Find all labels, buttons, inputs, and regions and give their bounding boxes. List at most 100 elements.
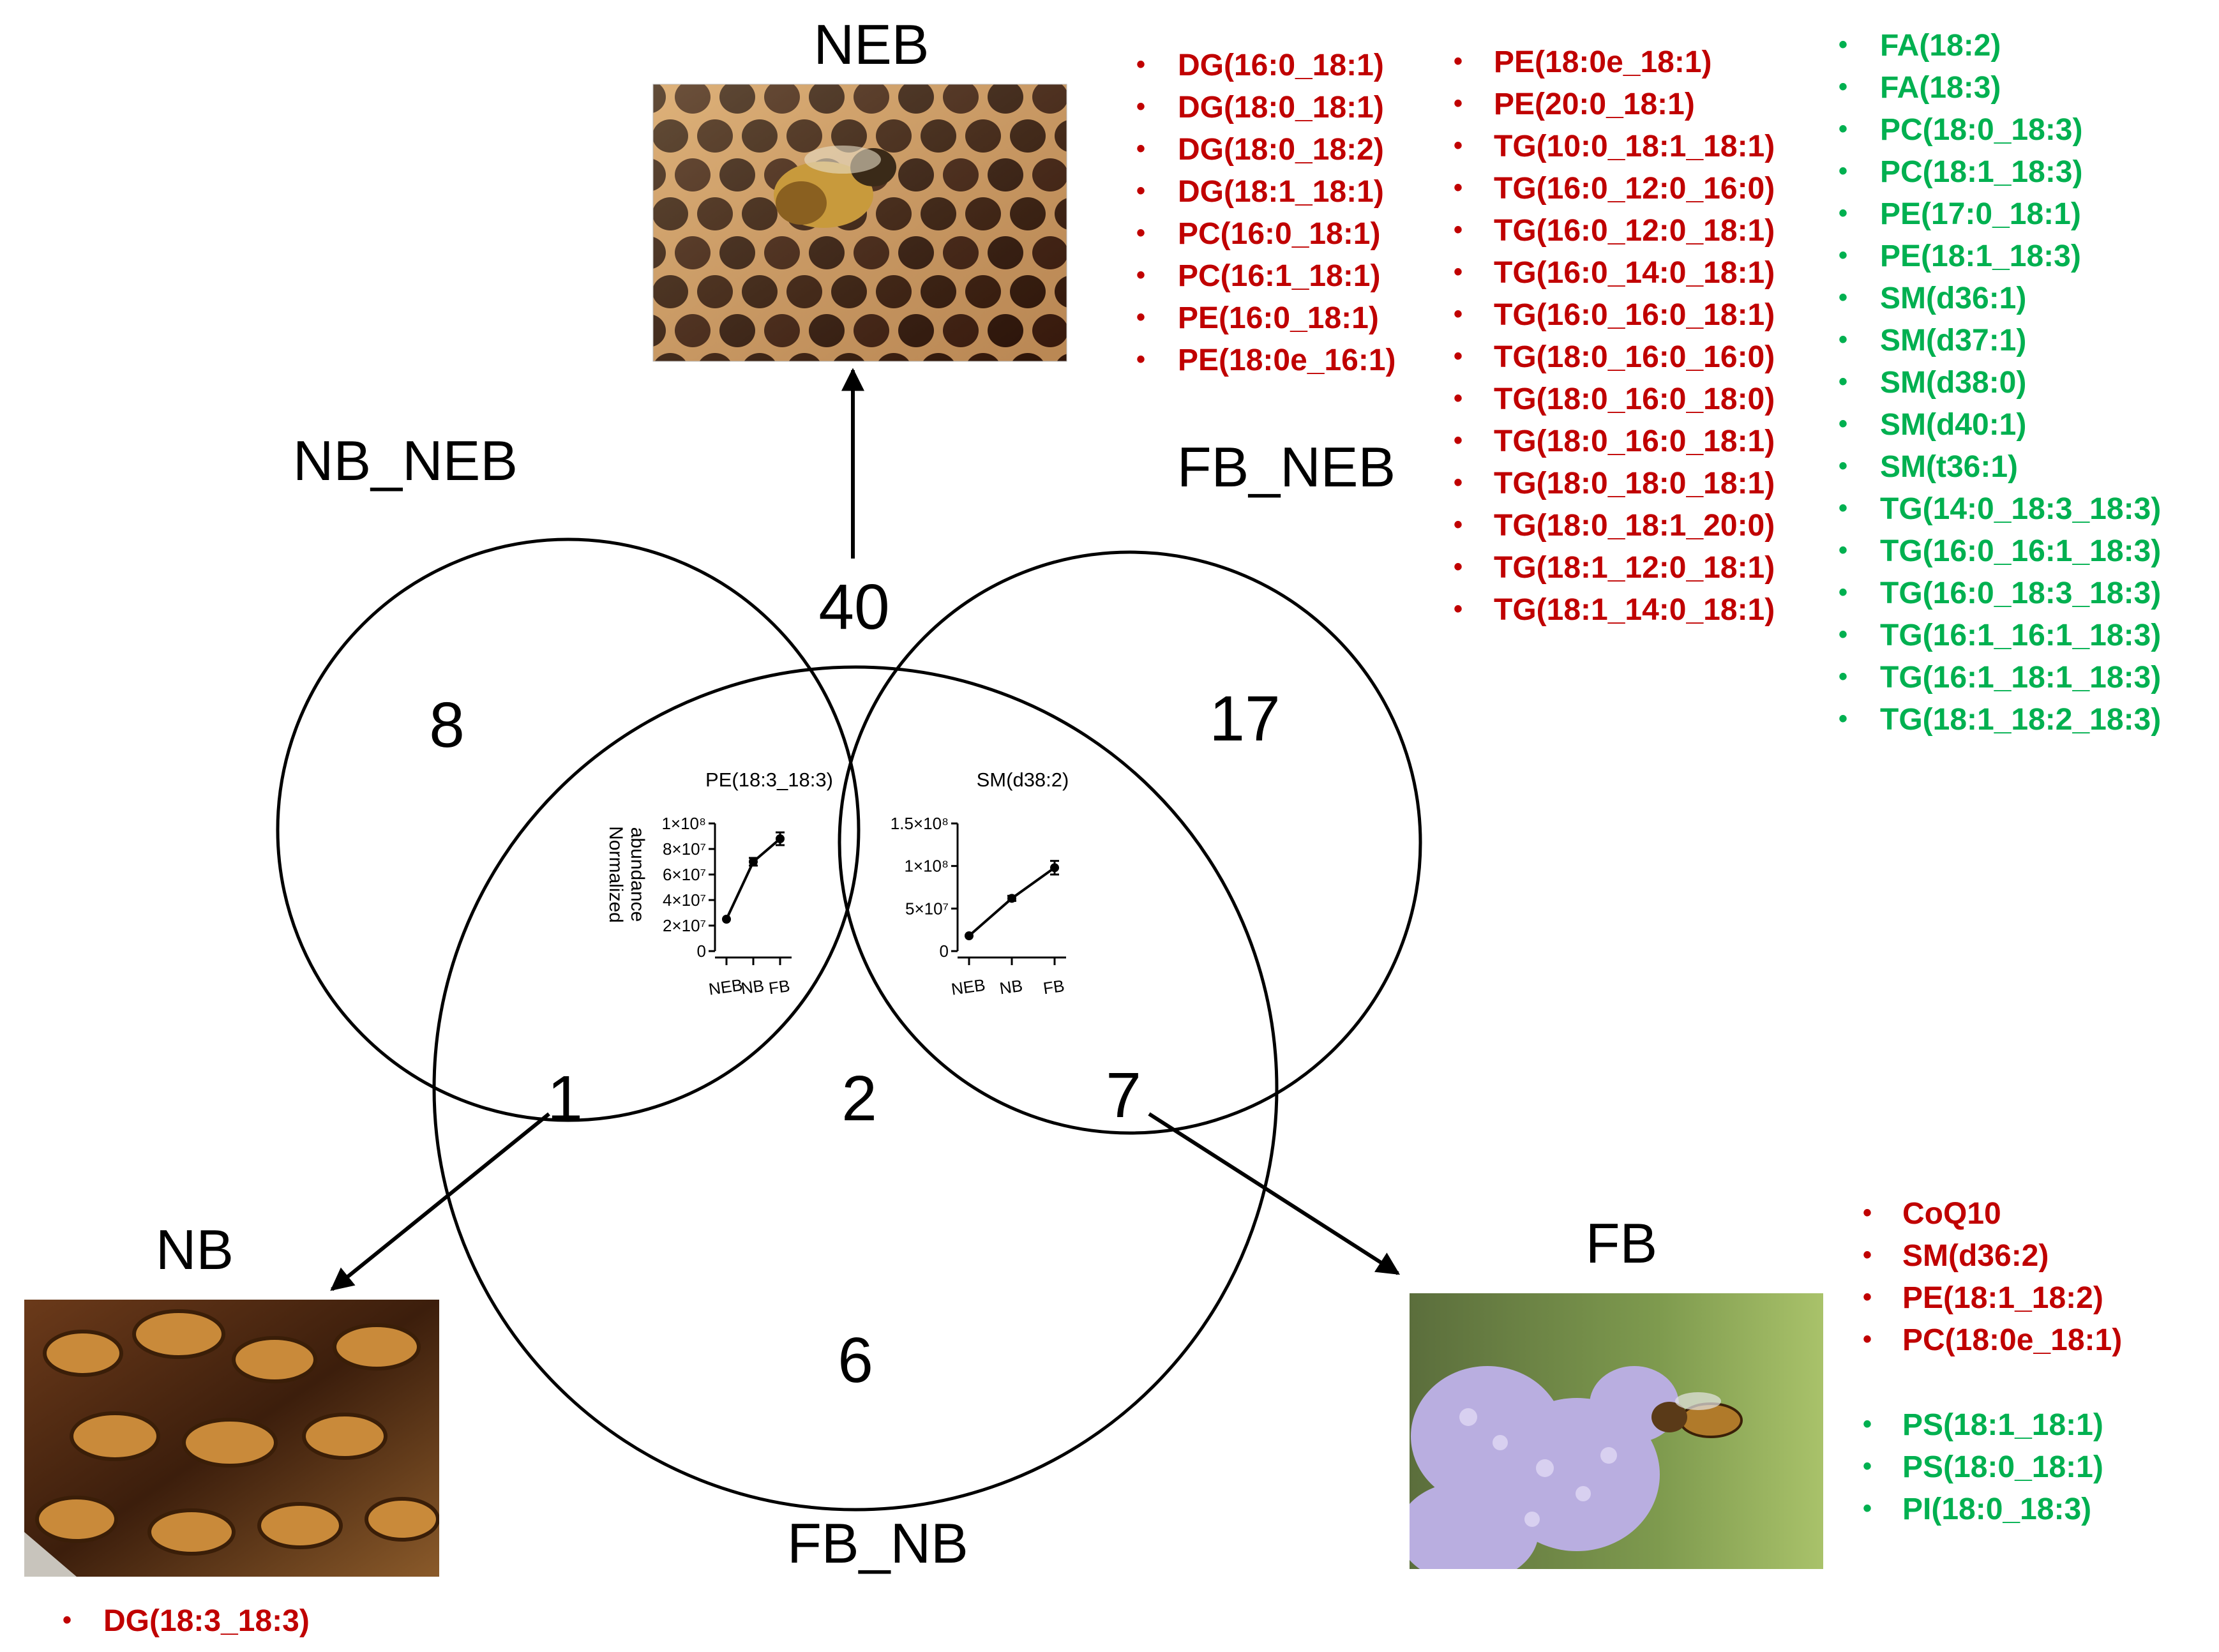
mini-y-tick-label: 1×10⁸ (661, 814, 706, 833)
fb-photo (1410, 1293, 1823, 1569)
mini-data-point (965, 931, 974, 940)
list-bullet: • (1454, 595, 1463, 623)
lipid-list-item: PI(18:0_18:3) (1902, 1492, 2091, 1526)
lipid-list-item: PE(18:0e_16:1) (1178, 343, 1396, 377)
lipid-list-item: FA(18:3) (1880, 71, 2001, 105)
list-bullet: • (1454, 47, 1463, 75)
forager-bee-illustration (1651, 1392, 1743, 1438)
list-bullet: • (1839, 157, 1847, 185)
mini-x-tick-label: NEB (950, 975, 986, 999)
lipid-list-item: PC(18:0_18:3) (1880, 113, 2082, 147)
lipid-list-item: PE(20:0_18:1) (1494, 87, 1695, 121)
mini-y-axis-title: Normalized (605, 826, 626, 923)
lipid-list-item: TG(16:1_16:1_18:3) (1880, 619, 2161, 652)
mini-data-point (1007, 894, 1016, 903)
lipid-list-item: SM(d36:1) (1880, 282, 2026, 315)
list-bullet: • (1863, 1199, 1872, 1227)
lipid-list-item: PC(16:1_18:1) (1178, 259, 1380, 293)
mini-y-tick-label: 0 (697, 942, 706, 961)
neb-photo (653, 84, 1067, 361)
list-bullet: • (1454, 216, 1463, 244)
mini-x-tick-label: NEB (707, 975, 744, 999)
lipid-list-item: PE(17:0_18:1) (1880, 197, 2081, 231)
list-bullet: • (63, 1606, 71, 1634)
lipid-list-item: DG(18:3_18:3) (103, 1604, 310, 1638)
list-bullet: • (1454, 258, 1463, 286)
list-bullet: • (1839, 452, 1847, 480)
venn-circles (276, 537, 1422, 1512)
lipid-list-item: TG(10:0_18:1_18:1) (1494, 130, 1775, 163)
label-fb: FB (1586, 1212, 1657, 1275)
mini-x-tick-label: NB (998, 976, 1024, 998)
list-bullet: • (1136, 135, 1145, 163)
lipid-list-item: PC(18:0e_18:1) (1902, 1323, 2122, 1357)
count-nb-neb-only: 8 (429, 689, 465, 761)
list-bullet: • (1454, 89, 1463, 117)
count-fb-neb-only: 17 (1209, 683, 1280, 755)
label-neb: NEB (814, 13, 929, 76)
list-bullet: • (1454, 384, 1463, 412)
mini-x-tick-label: FB (767, 976, 791, 998)
list-bullet: • (1454, 131, 1463, 160)
lipid-list-item: TG(16:0_14:0_18:1) (1494, 256, 1775, 290)
list-bullet: • (1454, 469, 1463, 497)
mini-chart-1: PE(18:3_18:3)02×10⁷4×10⁷6×10⁷8×10⁷1×10⁸N… (605, 769, 833, 999)
mini-y-tick-label: 6×10⁷ (663, 865, 706, 884)
mini-data-point (776, 834, 785, 843)
lipid-list-item: TG(18:0_16:0_18:0) (1494, 382, 1775, 416)
mini-y-tick-label: 1×10⁸ (904, 857, 949, 876)
mini-chart-title: PE(18:3_18:3) (705, 769, 833, 791)
mini-data-point (722, 915, 731, 924)
list-bullet: • (1454, 342, 1463, 370)
list-bullet: • (1839, 115, 1847, 143)
list-bullet: • (1839, 705, 1847, 733)
list-bullet: • (1839, 283, 1847, 312)
mini-y-tick-label: 0 (940, 942, 949, 961)
lipid-list-item: PE(16:0_18:1) (1178, 301, 1379, 335)
lipid-list-item: TG(18:1_14:0_18:1) (1494, 593, 1775, 627)
list-fb-down: •PS(18:1_18:1)•PS(18:0_18:1)•PI(18:0_18:… (1863, 1408, 2103, 1526)
label-nb: NB (156, 1218, 234, 1281)
lipid-list-item: TG(16:0_18:3_18:3) (1880, 576, 2161, 610)
lipid-list-item: PC(18:1_18:3) (1880, 155, 2082, 189)
lipid-list-item: TG(18:0_16:0_18:1) (1494, 424, 1775, 458)
circle-nb-neb (276, 537, 861, 1122)
list-bullet: • (1839, 536, 1847, 564)
lipid-list-item: TG(14:0_18:3_18:3) (1880, 492, 2161, 526)
list-bullet: • (1839, 241, 1847, 269)
list-bullet: • (1863, 1494, 1872, 1522)
count-fb-neb-fb-nb: 7 (1106, 1060, 1141, 1131)
lipid-list-item: TG(18:0_18:1_20:0) (1494, 509, 1775, 543)
lipid-list-item: TG(18:1_18:2_18:3) (1880, 703, 2161, 737)
lipid-list-item: SM(d40:1) (1880, 408, 2026, 442)
list-bullet: • (1839, 368, 1847, 396)
list-bullet: • (1839, 494, 1847, 522)
list-bullet: • (1839, 199, 1847, 227)
lipid-list-item: TG(16:0_12:0_16:0) (1494, 172, 1775, 206)
mini-chart-title: SM(d38:2) (977, 769, 1069, 791)
nb-photo (24, 1300, 439, 1577)
list-bullet: • (1839, 620, 1847, 649)
list-bullet: • (1454, 300, 1463, 328)
arrow-to-fb (1148, 1112, 1401, 1275)
arrow-to-nb (330, 1112, 550, 1291)
lipid-list-item: TG(18:1_12:0_18:1) (1494, 551, 1775, 585)
count-fb-nb-only: 6 (838, 1325, 873, 1396)
list-bullet: • (1839, 326, 1847, 354)
list-bullet: • (1863, 1410, 1872, 1438)
list-bullet: • (1454, 426, 1463, 454)
mini-y-tick-label: 8×10⁷ (663, 839, 706, 859)
label-fb-nb: FB_NB (787, 1512, 968, 1575)
lipid-list-item: SM(d36:2) (1902, 1239, 2049, 1273)
mini-data-point (749, 857, 758, 866)
list-bullet: • (1136, 219, 1145, 247)
lipid-list-item: CoQ10 (1902, 1197, 2001, 1231)
list-neb-col3: •FA(18:2)•FA(18:3)•PC(18:0_18:3)•PC(18:1… (1839, 29, 2161, 737)
lipid-list-item: TG(18:0_18:0_18:1) (1494, 467, 1775, 500)
list-bullet: • (1863, 1283, 1872, 1311)
mini-y-tick-label: 1.5×10⁸ (891, 814, 949, 833)
list-bullet: • (1839, 663, 1847, 691)
bee-illustration (774, 146, 896, 228)
